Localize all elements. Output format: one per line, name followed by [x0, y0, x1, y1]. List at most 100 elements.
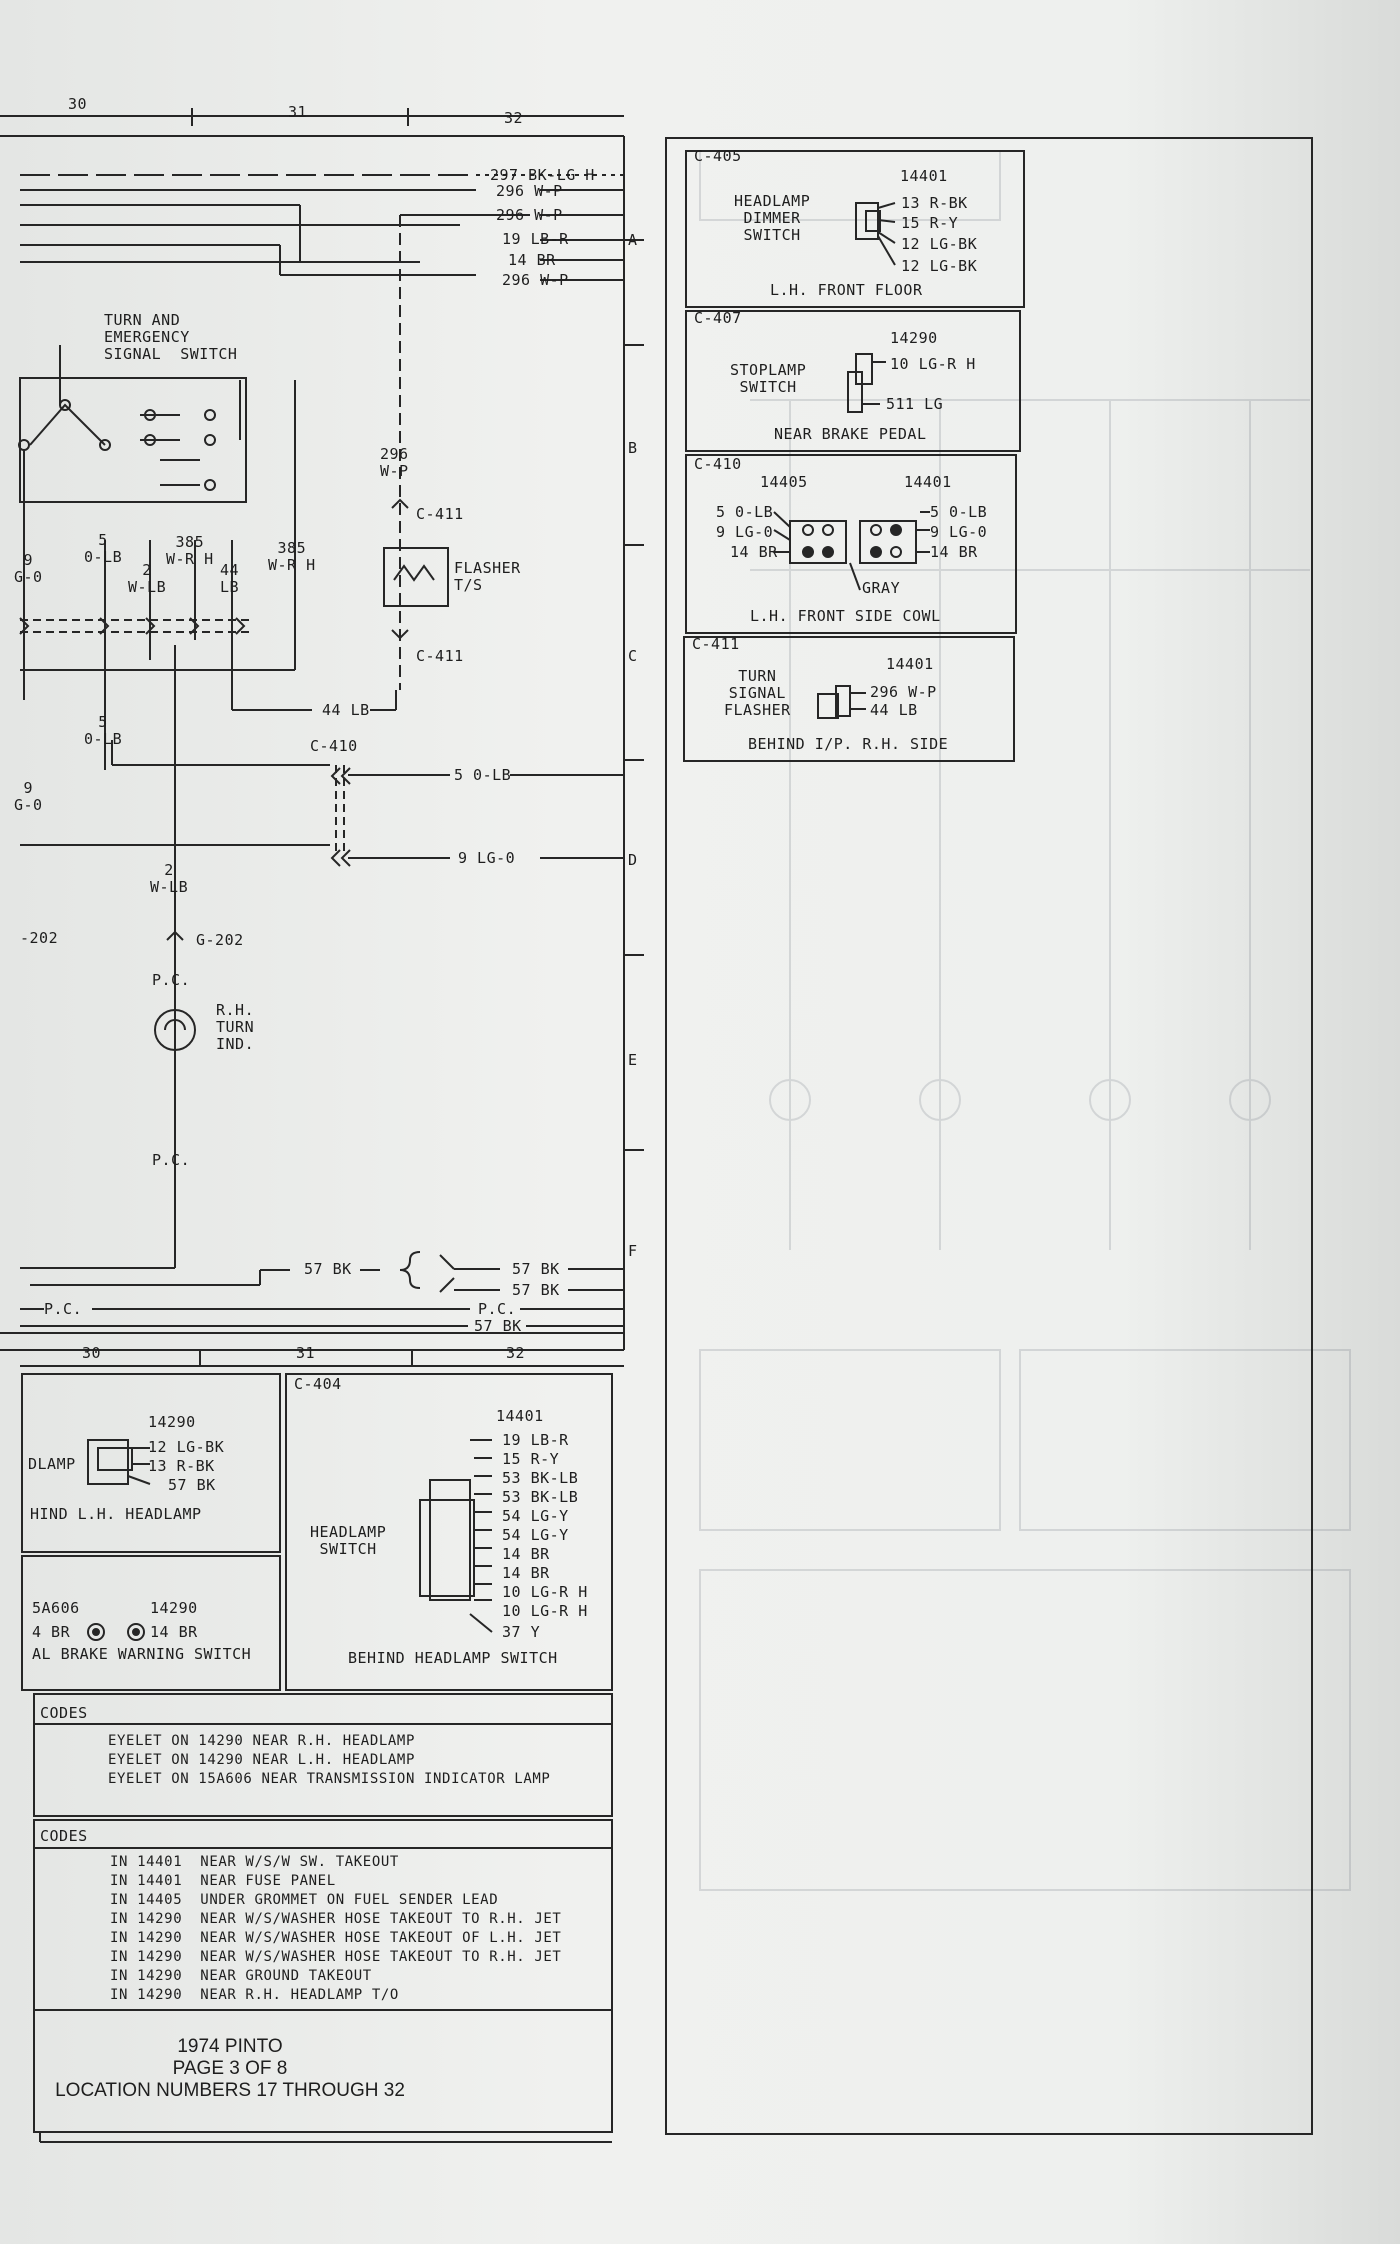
wire-9-lg0-right: 9 LG-0 — [458, 849, 516, 867]
wire-385-wrh: 385 W-R H — [166, 533, 214, 568]
wire-57bk-c: 57 BK — [512, 1281, 560, 1299]
c407-name: STOPLAMP SWITCH — [730, 361, 807, 396]
footer-locations: LOCATION NUMBERS 17 THROUGH 32 — [55, 2080, 405, 2101]
c411-wire-2: 44 LB — [870, 701, 918, 719]
wire-9-g0: 9 G-0 — [14, 551, 43, 586]
c405-name: HEADLAMP DIMMER SWITCH — [734, 192, 811, 244]
grid-bottom-32: 32 — [506, 1344, 526, 1362]
wire-9-g0-mid: 9 G-0 — [14, 779, 43, 814]
c405-part: 14401 — [900, 167, 948, 185]
pc-label-3: P.C. — [44, 1300, 83, 1318]
grid-bottom-30: 30 — [82, 1344, 102, 1362]
wire-2-wlb: 2 W-LB — [128, 561, 167, 596]
c404-wire-4: 53 BK-LB — [502, 1488, 579, 1506]
c411-name: TURN SIGNAL FLASHER — [724, 667, 791, 719]
footer-page: PAGE 3 OF 8 — [172, 2058, 288, 2079]
grid-top-32: 32 — [504, 109, 524, 127]
eyelet-code-line-2: EYELET ON 14290 NEAR L.H. HEADLAMP — [108, 1752, 415, 1768]
right-page-frame — [665, 137, 1313, 2135]
brake-warn-part-right: 14290 — [150, 1599, 198, 1617]
c405-wire-1: 13 R-BK — [901, 194, 968, 212]
lh-headlamp-wire-2: 13 R-BK — [148, 1457, 215, 1475]
rh-turn-ind-label: R.H. TURN IND. — [216, 1001, 255, 1053]
flasher-out-wire: 44 LB — [322, 701, 370, 719]
c410-left-wire-2: 9 LG-0 — [716, 523, 774, 541]
c404-wire-8: 14 BR — [502, 1564, 550, 1582]
flasher-conn-top: C-411 — [416, 505, 464, 523]
c411-wire-1: 296 W-P — [870, 683, 937, 701]
c410-location: L.H. FRONT SIDE COWL — [750, 607, 941, 625]
c404-wire-10: 10 LG-R H — [502, 1602, 588, 1620]
c407-wire-2: 511 LG — [886, 395, 944, 413]
brake-warn-left-wire: 4 BR — [32, 1623, 71, 1641]
c407-part: 14290 — [890, 329, 938, 347]
wire-5-0lb: 5 0-LB — [84, 531, 123, 566]
eyelet-codes-title: CODES — [40, 1704, 88, 1722]
grid-top-31: 31 — [288, 103, 308, 121]
c407-id: C-407 — [694, 309, 742, 327]
c404-wire-3: 53 BK-LB — [502, 1469, 579, 1487]
c404-id: C-404 — [294, 1375, 342, 1393]
g202-left-label: -202 — [20, 929, 59, 947]
lh-headlamp-name: DLAMP — [28, 1455, 76, 1473]
pc-label-4: P.C. — [478, 1300, 517, 1318]
c410-left-wire-1: 5 0-LB — [716, 503, 774, 521]
splice-code-line-4: IN 14290 NEAR W/S/WASHER HOSE TAKEOUT TO… — [110, 1911, 562, 1927]
splice-code-line-2: IN 14401 NEAR FUSE PANEL — [110, 1873, 336, 1889]
c410-gray: GRAY — [862, 579, 901, 597]
c404-wire-2: 15 R-Y — [502, 1450, 560, 1468]
eyelet-code-line-1: EYELET ON 14290 NEAR R.H. HEADLAMP — [108, 1733, 415, 1749]
grid-row-c: C — [628, 647, 638, 665]
pc-label-1: P.C. — [152, 971, 191, 989]
wire-5-0lb-right: 5 0-LB — [454, 766, 512, 784]
c410-right-wire-2: 9 LG-0 — [930, 523, 988, 541]
c407-wire-1: 10 LG-R H — [890, 355, 976, 373]
lh-headlamp-part: 14290 — [148, 1413, 196, 1431]
c405-wire-2: 15 R-Y — [901, 214, 959, 232]
c405-id: C-405 — [694, 147, 742, 165]
c404-wire-11: 37 Y — [502, 1623, 541, 1641]
brake-warn-part-left: 5A606 — [32, 1599, 80, 1617]
lh-headlamp-wire-1: 12 LG-BK — [148, 1438, 225, 1456]
grid-bottom-31: 31 — [296, 1344, 316, 1362]
c410-right-wire-1: 5 0-LB — [930, 503, 988, 521]
eyelet-code-line-3: EYELET ON 15A606 NEAR TRANSMISSION INDIC… — [108, 1771, 551, 1787]
c404-location: BEHIND HEADLAMP SWITCH — [348, 1649, 558, 1667]
wire-label-296c: 296 W-P — [502, 271, 569, 289]
wire-57bk-a: 57 BK — [304, 1260, 352, 1278]
splice-code-line-8: IN 14290 NEAR R.H. HEADLAMP T/O — [110, 1987, 399, 2003]
c404-wire-6: 54 LG-Y — [502, 1526, 569, 1544]
c404-part: 14401 — [496, 1407, 544, 1425]
c404-wire-9: 10 LG-R H — [502, 1583, 588, 1601]
c404-wire-1: 19 LB-R — [502, 1431, 569, 1449]
c407-location: NEAR BRAKE PEDAL — [774, 425, 927, 443]
c404-wire-5: 54 LG-Y — [502, 1507, 569, 1525]
splice-code-line-6: IN 14290 NEAR W/S/WASHER HOSE TAKEOUT TO… — [110, 1949, 562, 1965]
splice-code-line-3: IN 14405 UNDER GROMMET ON FUEL SENDER LE… — [110, 1892, 499, 1908]
splice-code-line-7: IN 14290 NEAR GROUND TAKEOUT — [110, 1968, 372, 1984]
flasher-label: FLASHER T/S — [454, 559, 521, 594]
c405-wire-3: 12 LG-BK — [901, 235, 978, 253]
c404-name: HEADLAMP SWITCH — [310, 1523, 387, 1558]
footer-model: 1974 PINTO — [177, 2036, 283, 2057]
grid-row-f: F — [628, 1242, 638, 1260]
c410-conn-label: C-410 — [310, 737, 358, 755]
c410-part-right: 14401 — [904, 473, 952, 491]
wire-57bk-d: 57 BK — [474, 1317, 522, 1335]
pc-label-2: P.C. — [152, 1151, 191, 1169]
wire-label-19: 19 LB-R — [502, 230, 569, 248]
c405-location: L.H. FRONT FLOOR — [770, 281, 923, 299]
c410-id: C-410 — [694, 455, 742, 473]
c410-left-wire-3: 14 BR — [730, 543, 778, 561]
turn-switch-title: TURN AND EMERGENCY SIGNAL SWITCH — [104, 311, 238, 363]
wire-2-wlb-mid: 2 W-LB — [150, 861, 189, 896]
grid-row-b: B — [628, 439, 638, 457]
c404-wire-7: 14 BR — [502, 1545, 550, 1563]
c405-wire-4: 12 LG-BK — [901, 257, 978, 275]
lh-headlamp-location: HIND L.H. HEADLAMP — [30, 1505, 202, 1523]
c411-id: C-411 — [692, 635, 740, 653]
c411-location: BEHIND I/P. R.H. SIDE — [748, 735, 949, 753]
c411-part: 14401 — [886, 655, 934, 673]
